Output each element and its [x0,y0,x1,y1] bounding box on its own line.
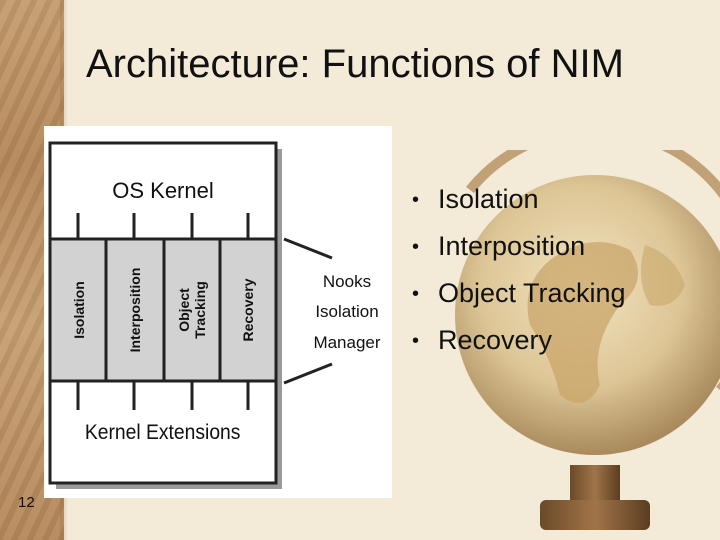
column-label-tracking: Tracking [192,281,208,339]
diagram-canvas: OS Kernel Kernel Extensions Isolation In… [48,141,381,489]
bullet-item: • Recovery [412,317,626,364]
globe-image [455,150,720,530]
manager-bracket-bottom [283,362,333,385]
bullet-icon: • [412,189,420,211]
bullet-text: Interposition [438,231,586,261]
bullet-text: Isolation [438,184,539,214]
manager-label-line2: Isolation [315,302,378,321]
column-label-recovery: Recovery [240,278,256,341]
kernel-extensions-label: Kernel Extensions [85,421,241,444]
bullet-text: Object Tracking [438,278,626,308]
bullet-text: Recovery [438,325,553,355]
column-label-isolation: Isolation [71,281,87,339]
bullet-item: • Object Tracking [412,270,626,317]
manager-label-line1: Nooks [323,272,371,291]
manager-label-line3: Manager [313,333,380,352]
bullet-icon: • [412,236,420,258]
column-label-object: Object [176,288,192,332]
bullet-item: • Interposition [412,223,626,270]
slide-number: 12 [18,494,35,511]
manager-bracket-top [283,237,333,260]
bullet-icon: • [412,283,420,305]
bullet-icon: • [412,330,420,352]
bullet-list: • Isolation • Interposition • Object Tracki… [412,176,626,364]
slide-title: Architecture: Functions of NIM [86,42,624,86]
column-label-interposition: Interposition [127,268,143,353]
bullet-item: • Isolation [412,176,626,223]
architecture-diagram: OS Kernel Kernel Extensions Isolation In… [44,126,392,498]
os-kernel-label: OS Kernel [112,178,214,203]
